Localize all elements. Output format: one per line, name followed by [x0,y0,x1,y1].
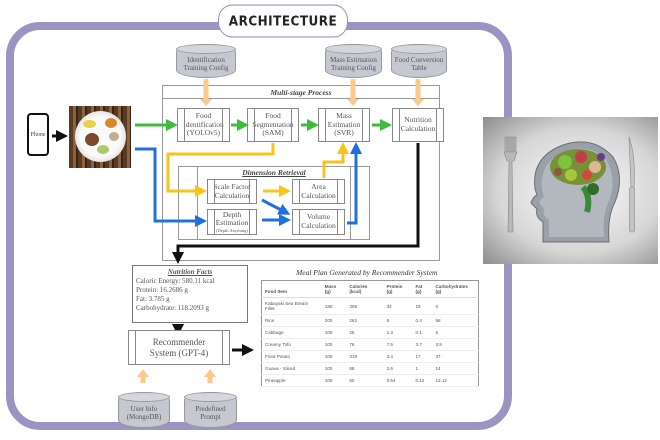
carbohydrates-cell: 37 [432,350,479,363]
protein-cell: 2.6 [383,362,413,375]
carbohydrates-cell: 0 [432,297,479,315]
meal-plan-title: Meal Plan Generated by Recommender Syste… [296,268,438,277]
food-item-cell: Cabbage [261,326,322,339]
multi-stage-title: Multi-stage Process [270,88,332,97]
user-info-db: User Info (MongoDB) [118,392,170,428]
mass-estimation-config-db: Mass Estimation Training Config [325,44,382,78]
nutrition-fact-calories: Caloric Energy: 580.11 kcal [136,277,215,286]
knife-icon [628,136,635,233]
col-calories: Calories (kcal) [346,280,384,298]
protein-cell: 5 [383,314,413,327]
healthy-brain-plate-image [483,117,658,264]
protein-cell: 34 [383,297,413,315]
nutrition-facts-box: Nutrition Facts Caloric Energy: 580.11 k… [132,265,248,323]
identification-config-db: Identification Training Config [176,44,236,78]
food-conversion-table-db: Food Conversion Table [391,44,447,78]
depth-estimation: Depth Estimation (Depth Anything) [207,209,257,235]
fat-cell: 0.12 [412,374,433,387]
fat-cell: 17 [412,350,433,363]
fat-cell: 0.1 [412,326,433,339]
dimension-retrieval-title: Dimension Retrieval [242,168,306,177]
mass-cell: 180 [321,297,347,315]
mass-cell: 100 [321,362,347,375]
nutrition-facts-title: Nutrition Facts [167,268,213,276]
carbohydrates-cell: 6 [432,326,479,339]
mass-cell: 100 [321,374,347,387]
protein-cell: 0.54 [383,374,413,387]
fat-cell: 3.7 [412,338,433,351]
col-fat: Fat (g) [412,280,433,298]
fat-cell: 18 [412,297,433,315]
fat-cell: 0.4 [412,314,433,327]
meal-plan-table: Food Item Mass (g) Calories (kcal) Prote… [261,280,479,387]
protein-cell: 7.5 [383,338,413,351]
carbohydrates-cell: 3.9 [432,338,479,351]
food-item-cell: Guava - Sliced [261,362,322,375]
calories-cell: 76 [346,338,384,351]
carbohydrates-cell: 13.12 [432,374,479,387]
calories-cell: 25 [346,326,384,339]
meal-plan-header-row: Food Item Mass (g) Calories (kcal) Prote… [261,280,479,298]
col-protein: Protein (g) [383,280,413,298]
calories-cell: 319 [346,350,384,363]
mass-cell: 100 [321,326,347,339]
carbohydrates-cell: 14 [432,362,479,375]
area-calculation: Area Calculation [292,179,345,204]
food-item-cell: Rice [261,314,322,327]
food-item-cell: Fried Potato [261,350,322,363]
calories-cell: 306 [346,297,384,315]
mass-cell: 100 [321,350,347,363]
nutrition-fact-fat: Fat: 3.785 g [136,295,170,304]
recommender-system: Recommender System (GPT-4) [128,330,230,365]
col-food-item: Food Item [261,280,322,298]
calories-cell: 50 [346,374,384,387]
volume-calculation: Volume Calculation [292,209,345,235]
food-item-cell: Kabayaki Sea Bream Fillet [261,297,322,315]
predefined-prompt-db: Predefined Prompt [184,392,237,428]
architecture-title: ARCHITECTURE [218,4,348,38]
calories-cell: 262 [346,314,384,327]
nutrition-fact-carbohydrate: Carbohydrate: 118.2093 g [136,304,210,313]
calories-cell: 68 [346,362,384,375]
mass-cell: 200 [321,314,347,327]
phone-icon: Phone [27,113,49,156]
col-mass: Mass (g) [321,280,347,298]
fat-cell: 1 [412,362,433,375]
carbohydrates-cell: 58 [432,314,479,327]
nutrition-fact-protein: Protein: 16.2686 g [136,286,188,295]
col-carbohydrates: Carbohydrates (g) [432,280,479,298]
protein-cell: 3.4 [383,350,413,363]
food-item-cell: Creamy Tofu [261,338,322,351]
food-photo [69,106,131,168]
food-item-cell: Pineapple [261,374,322,387]
scale-factor-calculation: Scale Factor Calculation [207,179,257,204]
fork-icon [503,136,518,233]
mass-cell: 100 [321,338,347,351]
protein-cell: 1.3 [383,326,413,339]
